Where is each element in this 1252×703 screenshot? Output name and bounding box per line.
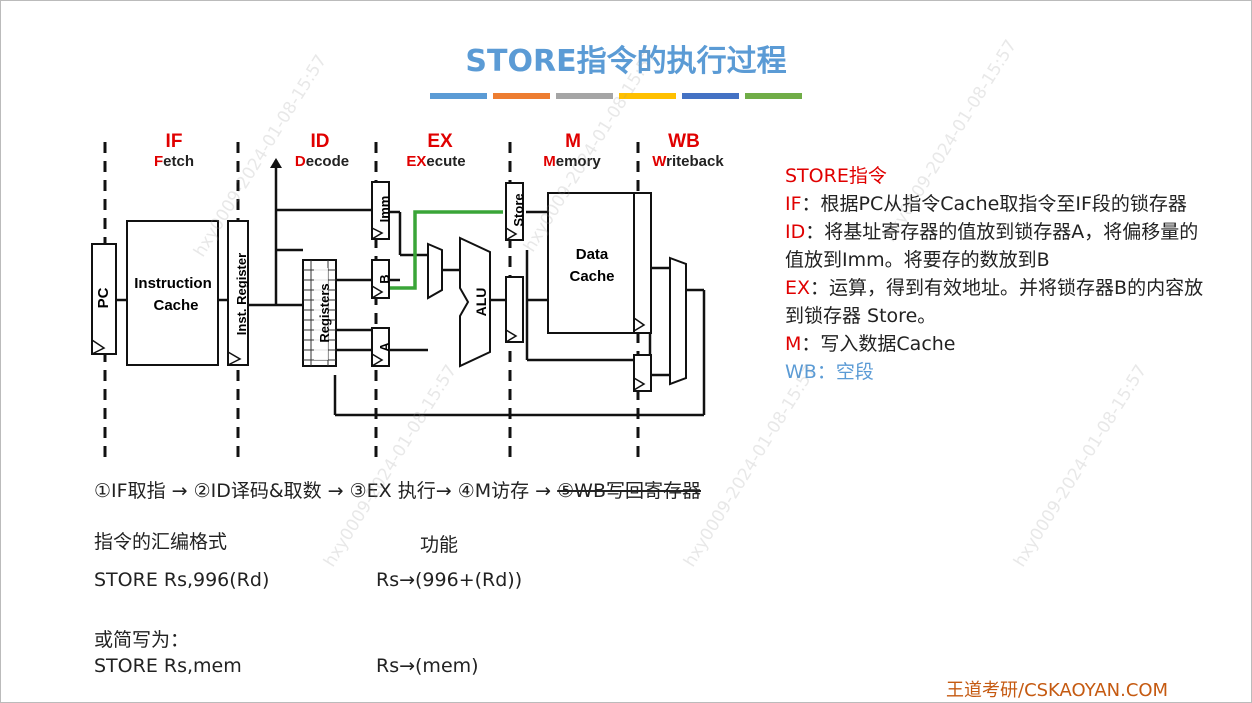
stage-wb-name: Writeback [652,153,724,170]
stage-m-name: Memory [543,153,601,170]
mem-addr-latch [633,354,652,392]
stage-m-abbr: M [565,131,581,152]
instruction-cache: Instruction Cache [126,220,219,366]
title-underline [430,93,802,99]
data-cache: Data Cache [547,192,635,334]
register-file: Registers [302,259,337,367]
stripe [682,93,739,99]
imm-latch: Imm [371,181,392,240]
dcache-label-1: Data [576,246,609,263]
latch-a-label: A [377,342,392,352]
stripe [745,93,802,99]
datapath-wires [117,160,706,417]
stage-id-abbr: ID [311,131,330,152]
pipeline-diagram: IF Fetch ID Decode EX EXecute M Memory W… [70,120,738,460]
explain-if: IF：根据PC从指令Cache取指令至IF段的锁存器 [785,193,1187,215]
store-label: Store [511,193,526,226]
alu: ALU [459,236,491,368]
arrow-up-icon [270,158,282,168]
imm-label: Imm [377,196,392,223]
alu-label: ALU [473,288,489,317]
mem-data-latch [633,192,652,334]
stage-if-abbr: IF [166,131,183,152]
explain-ex: EX：运算，得到有效地址。并将锁存器B的内容放到锁存器 Store。 [785,277,1204,327]
footer-brand: 王道考研/CSKAOYAN.COM [946,680,1169,701]
registers-label: Registers [317,283,332,342]
pipeline-step-wb-struck: ⑤WB写回寄存器 [557,480,701,502]
stripe [493,93,550,99]
pipeline-steps: ①IF取指 → ②ID译码&取数 → ③EX 执行→ ④M访存 → ⑤WB写回寄… [94,476,701,503]
writeback-mux-icon [669,256,687,386]
stripe [430,93,487,99]
format-row2-right: Rs→(mem) [376,655,479,677]
format-header-left: 指令的汇编格式 [94,531,228,553]
explain-id: ID：将基址寄存器的值放到锁存器A，将偏移量的值放到Imm。将要存的数放到B [785,221,1199,271]
mux-icon [427,242,443,300]
stage-id-name: Decode [295,153,349,170]
b-latch: B [371,259,392,299]
format-alt-label: 或简写为： [94,629,190,651]
store-forwarding-path [389,210,503,290]
icache-label-1: Instruction [134,275,212,292]
format-row1-left: STORE Rs,996(Rd) [94,569,270,591]
explain-heading: STORE指令 [785,165,887,187]
inst-register-label: Inst. Register [234,253,249,335]
stage-wb-abbr: WB [668,131,700,152]
stripe [619,93,676,99]
stage-if-name: Fetch [154,153,194,170]
store-explanation: STORE指令 IF：根据PC从指令Cache取指令至IF段的锁存器 ID：将基… [785,162,1215,386]
format-header-right: 功能 [420,534,459,556]
a-latch: A [371,327,392,367]
pc-label: PC [95,287,112,308]
explain-m: M：写入数据Cache [785,333,956,355]
page-title: STORE指令的执行过程 [465,44,787,79]
dcache-label-2: Cache [569,268,614,285]
stage-ex-name: EXecute [406,153,465,170]
store-latch: Store [505,182,526,241]
latch-b-label: B [377,274,392,283]
inst-register-latch: Inst. Register [227,220,249,366]
format-row2-left: STORE Rs,mem [94,655,242,677]
stripe [556,93,613,99]
alu-output-latch [505,276,524,343]
pipeline-steps-main: ①IF取指 → ②ID译码&取数 → ③EX 执行→ ④M访存 → [94,480,558,502]
stage-ex-abbr: EX [427,131,453,152]
pc-latch: PC [91,243,117,355]
explain-wb: WB：空段 [785,361,874,383]
icache-label-2: Cache [153,297,198,314]
format-row1-right: Rs→(996+(Rd)) [376,569,523,591]
